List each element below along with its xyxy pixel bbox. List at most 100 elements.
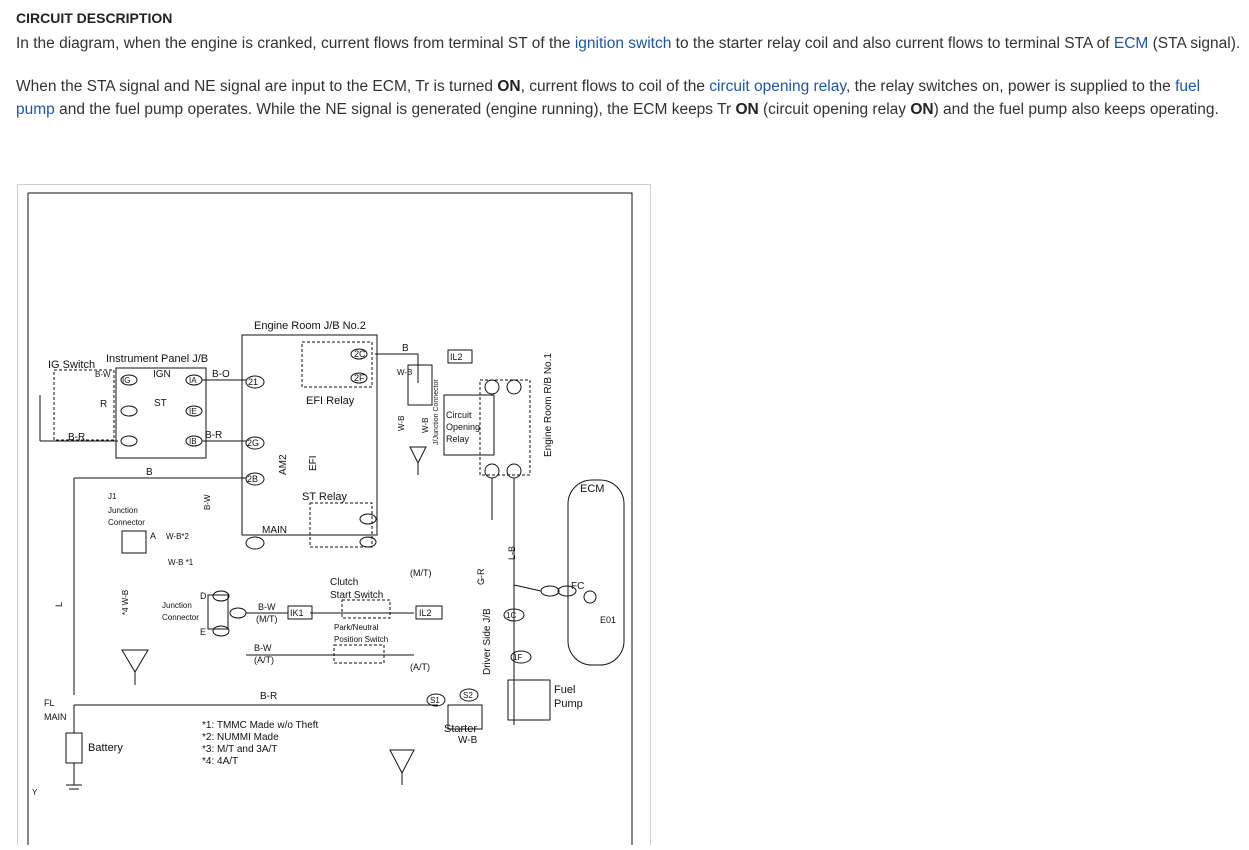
wire-label-r: R [100,399,107,410]
park-neutral-label-1: Park/Neutral [334,623,379,632]
connector-1c: 1C [506,611,516,620]
starter-label: Starter [444,723,477,735]
connector-il2-box [447,349,473,364]
connector-ig3-shape [120,435,138,447]
text-segment: , current flows to coil of the [520,78,710,95]
engine-room-rb1-label: Engine Room R/B No.1 [543,353,554,457]
fc-label: FC [571,581,584,592]
note-2: *2: NUMMI Made [202,732,279,743]
connector-il2-2: IL2 [419,608,432,618]
ground-bottom [389,749,415,775]
wire-label-wb2: W-B*2 [166,532,190,541]
note-3: *3: M/T and 3A/T [202,744,277,755]
connector-e6-shape [540,585,560,597]
st-relay-box [309,502,373,548]
connector-21-shape [245,375,265,389]
connector-2c-shape [350,348,368,360]
relay-terminal-1c [484,463,500,479]
bold-on: ON [735,101,759,118]
connector-e10-shape [557,585,577,597]
j1-label: J1 [108,492,117,501]
link-circuit-opening-relay[interactable]: circuit opening relay [709,78,846,95]
connector-2g-shape [245,436,265,450]
junction-connector-box [407,364,433,406]
e01-label: E01 [600,615,616,625]
circuit-opening-relay-label-2: Opening [446,422,480,432]
ecm-label: ECM [580,483,604,495]
connector-ia: IA [189,376,197,385]
junction-label-2: Junction [162,601,192,610]
connector-j10-shape [212,625,230,637]
wire-label-br-left: B-R [68,432,85,443]
efi-relay-label: EFI Relay [306,395,355,407]
connector-s1-shape [426,693,446,707]
connector-s2: S2 [463,691,473,700]
wire-label-l: L [54,602,64,607]
diagram-border [28,192,633,845]
ign-fuse-label: IGN [153,369,171,380]
st-fuse-label: ST [154,398,167,409]
connector-2b: 2B [247,474,258,484]
wire-label-at: (A/T) [254,655,274,665]
connector-21: 21 [248,377,258,387]
circuit-opening-relay-box [443,394,495,456]
efi-fuse-label: EFI [308,455,319,471]
connector-ig2-shape [120,405,138,417]
circuit-opening-relay-label-1: Circuit [446,410,472,420]
clutch-start-switch-box [341,599,391,619]
fl-label: FL [44,698,55,708]
text-segment: In the diagram, when the engine is crank… [16,35,575,52]
wire-label-bw: B-W [95,370,111,379]
wire-label-wb: W-B [397,368,412,377]
connector-ig-shape [120,374,138,386]
clutch-start-switch-label-1: Clutch [330,577,358,588]
connector-j9b-shape [229,607,247,619]
connector-2f: 2F [354,373,365,383]
wire-label-br-bottom: B-R [260,691,277,702]
battery-symbol [65,732,83,764]
relay-terminal-1b [506,379,522,395]
link-ecm[interactable]: ECM [1113,35,1149,52]
connector-2g: 2G [247,438,259,448]
connector-ib: IB [189,437,197,446]
link-ignition-switch[interactable]: ignition switch [574,35,672,52]
starter-box [447,704,483,730]
park-neutral-switch-box [333,644,385,664]
description-paragraph-2: When the STA signal and NE signal are in… [16,75,1241,121]
fuel-pump-label-1: Fuel [554,684,575,696]
connector-label-2: Connector [162,613,199,622]
wire-label-bw-rot: B-W [203,494,212,510]
fuel-pump-label-2: Pump [554,698,583,710]
text-segment: , the relay switches on, power is suppli… [845,78,1176,95]
ground-battery [66,763,82,790]
wiring-diagram-image[interactable]: Engine Room J/B No.2 EFI Relay 2C 2F ST … [17,184,651,845]
text-segment: ) and the fuel pump also keeps operating… [933,101,1219,118]
bold-on: ON [910,101,934,118]
wire-label-at-right: (A/T) [410,662,430,672]
wire-label-b-top: B [402,343,409,354]
text-segment: to the starter relay coil and also curre… [671,35,1114,52]
junction-label: Junction [108,506,138,515]
connector-d: D [200,591,207,601]
note-1: *1: TMMC Made w/o Theft [202,720,319,731]
connector-il2: IL2 [450,352,463,362]
connector-1f-shape [510,650,532,664]
engine-room-jb2-label: Engine Room J/B No.2 [254,320,366,332]
connector-2c: 2C [354,349,366,359]
link-fuel-pump[interactable]: fuel pump [16,78,1201,118]
connector-label: Connector [108,518,145,527]
wire-label-bw-at: B-W [254,643,272,653]
j1-connector-box [121,530,147,554]
am2-fuse-label: AM2 [278,454,289,475]
connector-21b-shape [245,536,265,550]
wire-label-br: B-R [205,430,222,441]
connector-2d-shape-2 [359,536,377,548]
text-segment: and the fuel pump operates. While the NE… [54,101,736,118]
driver-side-jb-label: Driver Side J/B [482,608,493,675]
wire-label-wb-rot-1: W-B [397,416,406,431]
wire-label-bw-mt: B-W [258,602,276,612]
connector-j9-shape [212,590,230,602]
battery-label: Battery [88,742,123,754]
engine-room-rb1-box [479,379,531,476]
wire-lb-to-ecm [513,584,542,592]
